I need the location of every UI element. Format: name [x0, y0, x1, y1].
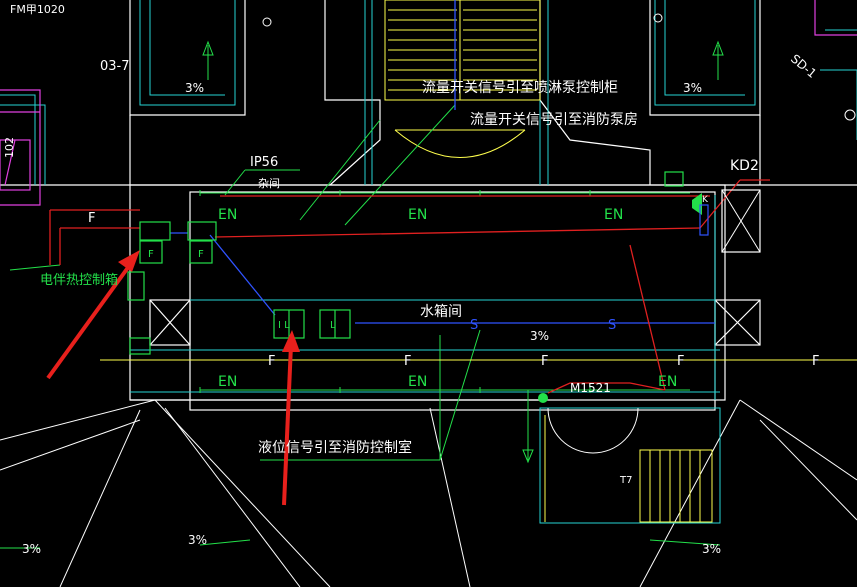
en-label: EN: [408, 374, 427, 390]
panel-l-label: L: [330, 320, 336, 331]
down-arrow-center: [522, 449, 534, 464]
fm-label: FM甲1020: [10, 3, 65, 16]
storeroom-label: 杂间: [258, 177, 280, 190]
cyan-walls: [0, 0, 857, 524]
s-label: S: [470, 318, 478, 333]
f-label: F: [268, 354, 275, 369]
junction-point: [538, 393, 548, 403]
slope-label-bottom-left: 3%: [22, 542, 41, 556]
f-panel-label: F: [198, 249, 204, 260]
upper-walls: [0, 0, 857, 411]
roof-slope-lines: [0, 399, 857, 587]
slope-label-bottom-right: 3%: [702, 542, 721, 556]
green-conduits: [0, 45, 721, 549]
f-label: F: [88, 211, 95, 226]
f-label: F: [677, 354, 684, 369]
s-label: S: [608, 318, 616, 333]
f-panel-label: F: [148, 249, 154, 260]
door-code-label: M1521: [570, 381, 611, 395]
f-label: F: [404, 354, 411, 369]
grid-bubble-top-right: [653, 13, 663, 23]
slope-label-top-left: 3%: [185, 81, 204, 95]
slope-label-top-right: 3%: [683, 81, 702, 95]
slope-label-center: 3%: [530, 329, 549, 343]
f-label: F: [541, 354, 548, 369]
blue-water-line: [170, 0, 715, 324]
pipe-tag-right: SD-1: [788, 52, 819, 81]
en-label: EN: [658, 374, 677, 390]
vertical-code-label: 102: [3, 137, 16, 158]
yellow-stairs: [384, 0, 713, 523]
up-arrow-left: [202, 40, 214, 56]
annotation-arrows: [46, 250, 300, 506]
arrow-right-head: [282, 330, 300, 352]
f-label: F: [812, 354, 819, 369]
grid-bubble-top: [262, 17, 272, 27]
flow-signal-sprinkler-note: 流量开关信号引至喷淋泵控制柜: [422, 80, 618, 96]
level-signal-note: 液位信号引至消防控制室: [258, 439, 412, 456]
magenta-elements: [0, 0, 857, 206]
panel-il-label: I L: [278, 320, 290, 331]
heat-tracing-box-label: 电伴热控制箱: [40, 272, 118, 288]
en-label: EN: [218, 374, 237, 390]
red-cables: [49, 179, 770, 394]
en-label: EN: [218, 207, 237, 223]
en-label: EN: [604, 207, 623, 223]
stair-code-label: T7: [619, 475, 632, 486]
arrow-left-head: [118, 250, 140, 272]
up-arrow-right: [712, 40, 724, 56]
panels: [127, 171, 684, 355]
water-tank-room-label: 水箱间: [420, 304, 462, 320]
flow-signal-pump-note: 流量开关信号引至消防泵房: [470, 112, 638, 128]
slope-label-bottom-mid: 3%: [188, 533, 207, 547]
k-label: K: [702, 195, 709, 205]
grid-bubble-top-right-2: [844, 109, 856, 121]
en-label: EN: [408, 207, 427, 223]
kd2-cabinet: [721, 189, 761, 253]
grid-label: 03-7: [100, 59, 130, 74]
kd2-label: KD2: [730, 158, 759, 174]
ip-rating-label: IP56: [250, 155, 278, 170]
door-swing: [547, 407, 639, 454]
